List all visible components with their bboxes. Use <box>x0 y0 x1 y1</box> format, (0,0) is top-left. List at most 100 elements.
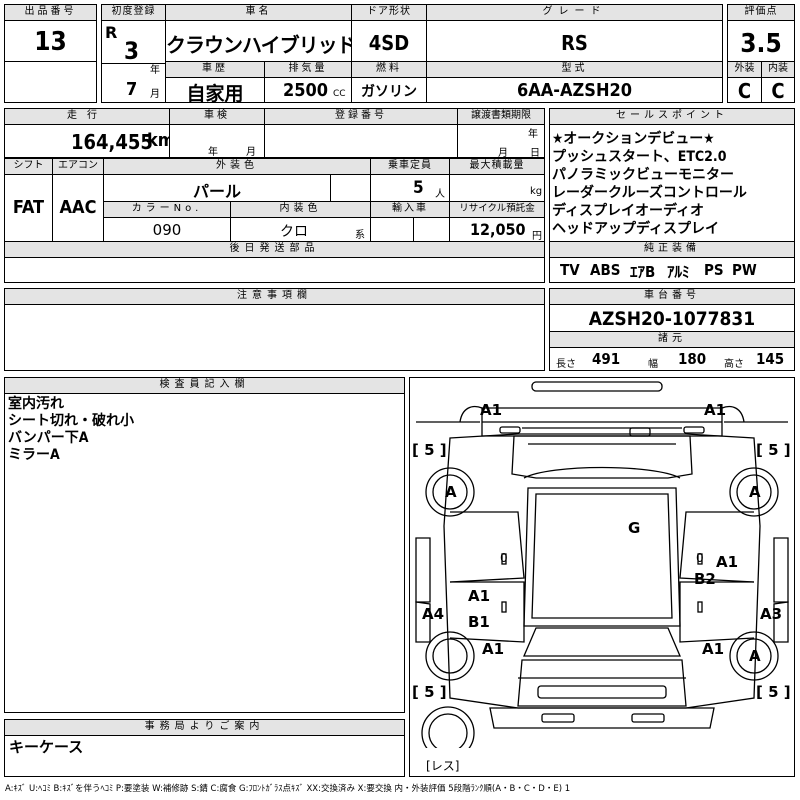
sales-point-2: プッシュスタート、ETC2.0 <box>552 149 727 165</box>
header-first-reg: 初度登録 <box>101 4 166 21</box>
width-label: 幅 <box>648 359 658 370</box>
lot-no-blank <box>4 61 97 103</box>
damage-wheel-front-right: A <box>749 483 761 501</box>
model-cell: 6AA-AZSH20 <box>426 77 723 103</box>
later-parts-cell <box>4 257 545 283</box>
score-value: 3.5 <box>740 29 782 59</box>
header-chassis: 車台番号 <box>549 288 795 305</box>
header-reg-no: 登録番号 <box>264 108 458 125</box>
header-aircon: エアコン <box>52 158 104 175</box>
inspector-note-2: シート切れ・破れ小 <box>8 413 134 429</box>
header-dims: 諸元 <box>549 331 795 348</box>
header-inspector: 検査員記入欄 <box>4 377 405 394</box>
legend-text: A:ｷｽﾞ U:ﾍｺﾐ B:ｷｽﾞを伴うﾍｺﾐ P:要塗装 W:補修跡 S:錆 … <box>5 784 571 794</box>
dims-cell: 長さ 491 幅 180 高さ 145 <box>549 347 795 371</box>
shift-cell: FAT <box>4 174 53 242</box>
tire-rear-left-label: [ 5 ] <box>412 683 447 701</box>
header-equipment: 純正装備 <box>549 241 795 258</box>
header-car-name: 車名 <box>165 4 352 21</box>
inspection-month-unit: 月 <box>246 147 256 158</box>
int-color-value: クロ <box>280 224 308 240</box>
mileage-cell: 164,455 km <box>4 124 175 158</box>
damage-a1-right-door: A1 <box>716 553 739 571</box>
damage-a1-front-right: A1 <box>704 401 727 419</box>
car-outline-diagram <box>415 381 789 770</box>
capacity-unit: 人 <box>435 189 445 200</box>
interior-cell: C <box>761 77 795 103</box>
header-history: 車歴 <box>165 61 265 78</box>
header-int-color: 内装色 <box>230 201 371 218</box>
spare-tire-label: [レス] <box>426 759 460 773</box>
chassis-value: AZSH20-1077831 <box>588 308 756 330</box>
recycle-unit: 円 <box>532 231 542 242</box>
equipment-tv: TV <box>560 261 580 279</box>
exterior-value: C <box>737 79 752 103</box>
length-value: 491 <box>592 350 621 368</box>
lot-no-cell: 13 <box>4 20 97 62</box>
score-cell: 3.5 <box>727 20 795 62</box>
exterior-cell: C <box>727 77 762 103</box>
int-color-unit: 系 <box>355 230 365 241</box>
lot-no-value: 13 <box>34 27 67 57</box>
equipment-alloy: ｱﾙﾐ <box>667 263 690 281</box>
first-reg-year: 3 <box>124 37 140 65</box>
damage-diagram: [ 5 ] [ 5 ] [ 5 ] [ 5 ] A1 A1 A A G 0 0 … <box>409 377 795 777</box>
inspector-note-1: 室内汚れ <box>8 396 64 412</box>
header-transfer: 譲渡書類期限 <box>457 108 545 125</box>
sales-point-1: ★オークションデビュー★ <box>552 131 715 147</box>
color-no-value: 090 <box>152 221 182 239</box>
height-value: 145 <box>756 350 785 368</box>
damage-a4-left: A4 <box>422 605 445 623</box>
damage-a1-right-rear: A1 <box>702 640 725 658</box>
aircon-value: AAC <box>59 197 97 218</box>
shift-value: FAT <box>12 197 45 218</box>
equipment-ps: PS <box>704 261 724 279</box>
max-load-cell: kg <box>449 174 545 202</box>
tire-front-left-label: [ 5 ] <box>412 441 447 459</box>
damage-zero-right: 0 <box>696 551 704 565</box>
header-shift: シフト <box>4 158 53 175</box>
history-cell: 自家用 <box>165 77 265 105</box>
grade-value: RS <box>561 31 588 55</box>
color-no-cell: 090 <box>103 217 231 242</box>
ext-color-value: パール <box>192 182 241 201</box>
interior-value: C <box>771 79 785 103</box>
displacement-value: 2500 <box>283 80 329 101</box>
header-import: 輸入車 <box>370 201 450 218</box>
transfer-day-unit: 日 <box>530 148 540 159</box>
displacement-cell: 2500 CC <box>264 77 352 103</box>
sales-point-5: ディスプレイオーディオ <box>552 203 705 219</box>
header-displacement: 排気量 <box>264 61 352 78</box>
office-cell: キーケース <box>4 735 405 777</box>
sales-point-3: パノラミックビューモニター <box>552 167 734 183</box>
header-ext-color: 外装色 <box>103 158 371 175</box>
inspector-cell: 室内汚れ シート切れ・破れ小 バンパー下A ミラーA <box>4 393 405 713</box>
header-later-parts: 後日発送部品 <box>4 241 545 258</box>
car-name-value: クラウンハイブリッド <box>166 33 357 57</box>
header-max-load: 最大積載量 <box>449 158 545 175</box>
door-cell: 4SD <box>351 20 427 62</box>
first-reg-month-unit: 月 <box>150 89 160 100</box>
header-model: 型式 <box>426 61 723 78</box>
header-door: ドア形状 <box>351 4 427 21</box>
max-load-unit: kg <box>530 186 543 197</box>
transfer-year-unit: 年 <box>528 129 538 140</box>
header-caution: 注意事項欄 <box>4 288 545 305</box>
door-value: 4SD <box>368 31 410 55</box>
header-inspection: 車検 <box>169 108 265 125</box>
damage-b1-left: B1 <box>468 613 490 631</box>
height-label: 高さ <box>724 359 744 370</box>
aircon-cell: AAC <box>52 174 104 242</box>
inspector-note-4: ミラーA <box>8 447 60 463</box>
sales-point-6: ヘッドアップディスプレイ <box>552 221 720 237</box>
int-color-cell: クロ 系 <box>230 217 371 242</box>
sales-point-4: レーダークルーズコントロール <box>552 185 747 201</box>
tire-rear-right-label: [ 5 ] <box>756 683 791 701</box>
header-interior: 内装 <box>761 61 795 78</box>
displacement-unit: CC <box>333 89 346 99</box>
transfer-cell: 年 月 日 <box>457 124 545 159</box>
inspector-note-3: バンパー下A <box>8 430 89 446</box>
header-score: 評価点 <box>727 4 795 21</box>
chassis-cell: AZSH20-1077831 <box>549 304 795 332</box>
equipment-abs: ABS <box>590 261 621 279</box>
